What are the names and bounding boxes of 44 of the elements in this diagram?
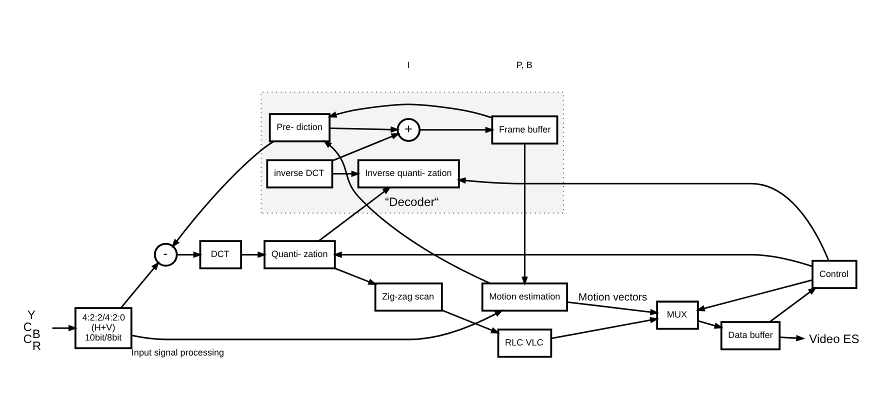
node-box: 4:2:2/4:2:0 (H+V) 10bit/8bit [74, 307, 132, 350]
arrow [176, 252, 202, 258]
arrow [241, 252, 267, 258]
node-text: Video ES [809, 332, 860, 346]
arrow [551, 317, 660, 340]
node-box: Inverse quanti- zation [357, 159, 460, 188]
arrow [120, 261, 160, 309]
node-box: inverse DCT [266, 159, 334, 188]
arrow [567, 301, 660, 316]
arrow [698, 320, 724, 329]
arrow [696, 279, 813, 312]
node-box: MUX [656, 300, 699, 330]
node-circle: + [396, 118, 421, 142]
edge-label: Motion vectors [578, 291, 648, 304]
node-circle: - [154, 242, 178, 267]
arrow [334, 268, 378, 286]
node-box: DCT [199, 240, 242, 270]
arrow [131, 310, 504, 340]
arrow [52, 324, 78, 332]
node-box: Pre- diction [268, 113, 331, 142]
node-box: Frame buffer [491, 115, 558, 144]
node-box: Quanti- zation [264, 240, 336, 270]
arrow [332, 170, 360, 177]
label: I [407, 60, 410, 70]
arrow [322, 140, 491, 284]
arrow [769, 286, 818, 323]
arrow [522, 144, 528, 286]
node-box: Motion estimation [481, 282, 568, 312]
arrow [780, 334, 806, 342]
arrow [456, 177, 830, 261]
arrow [442, 309, 500, 334]
node-box: Data buffer [720, 321, 781, 350]
label: P, B [516, 60, 532, 70]
arrow [332, 252, 813, 268]
node-box: Zig-zag scan [374, 282, 443, 312]
arrow [332, 133, 400, 162]
arrow [318, 186, 392, 242]
node-box: RLC VLC [497, 328, 552, 358]
arrow [420, 126, 494, 134]
arrow [172, 140, 274, 248]
node-label: Input signal processing [131, 347, 224, 358]
arrow [328, 104, 492, 118]
node-box: Control [812, 260, 858, 289]
arrow [330, 126, 400, 133]
